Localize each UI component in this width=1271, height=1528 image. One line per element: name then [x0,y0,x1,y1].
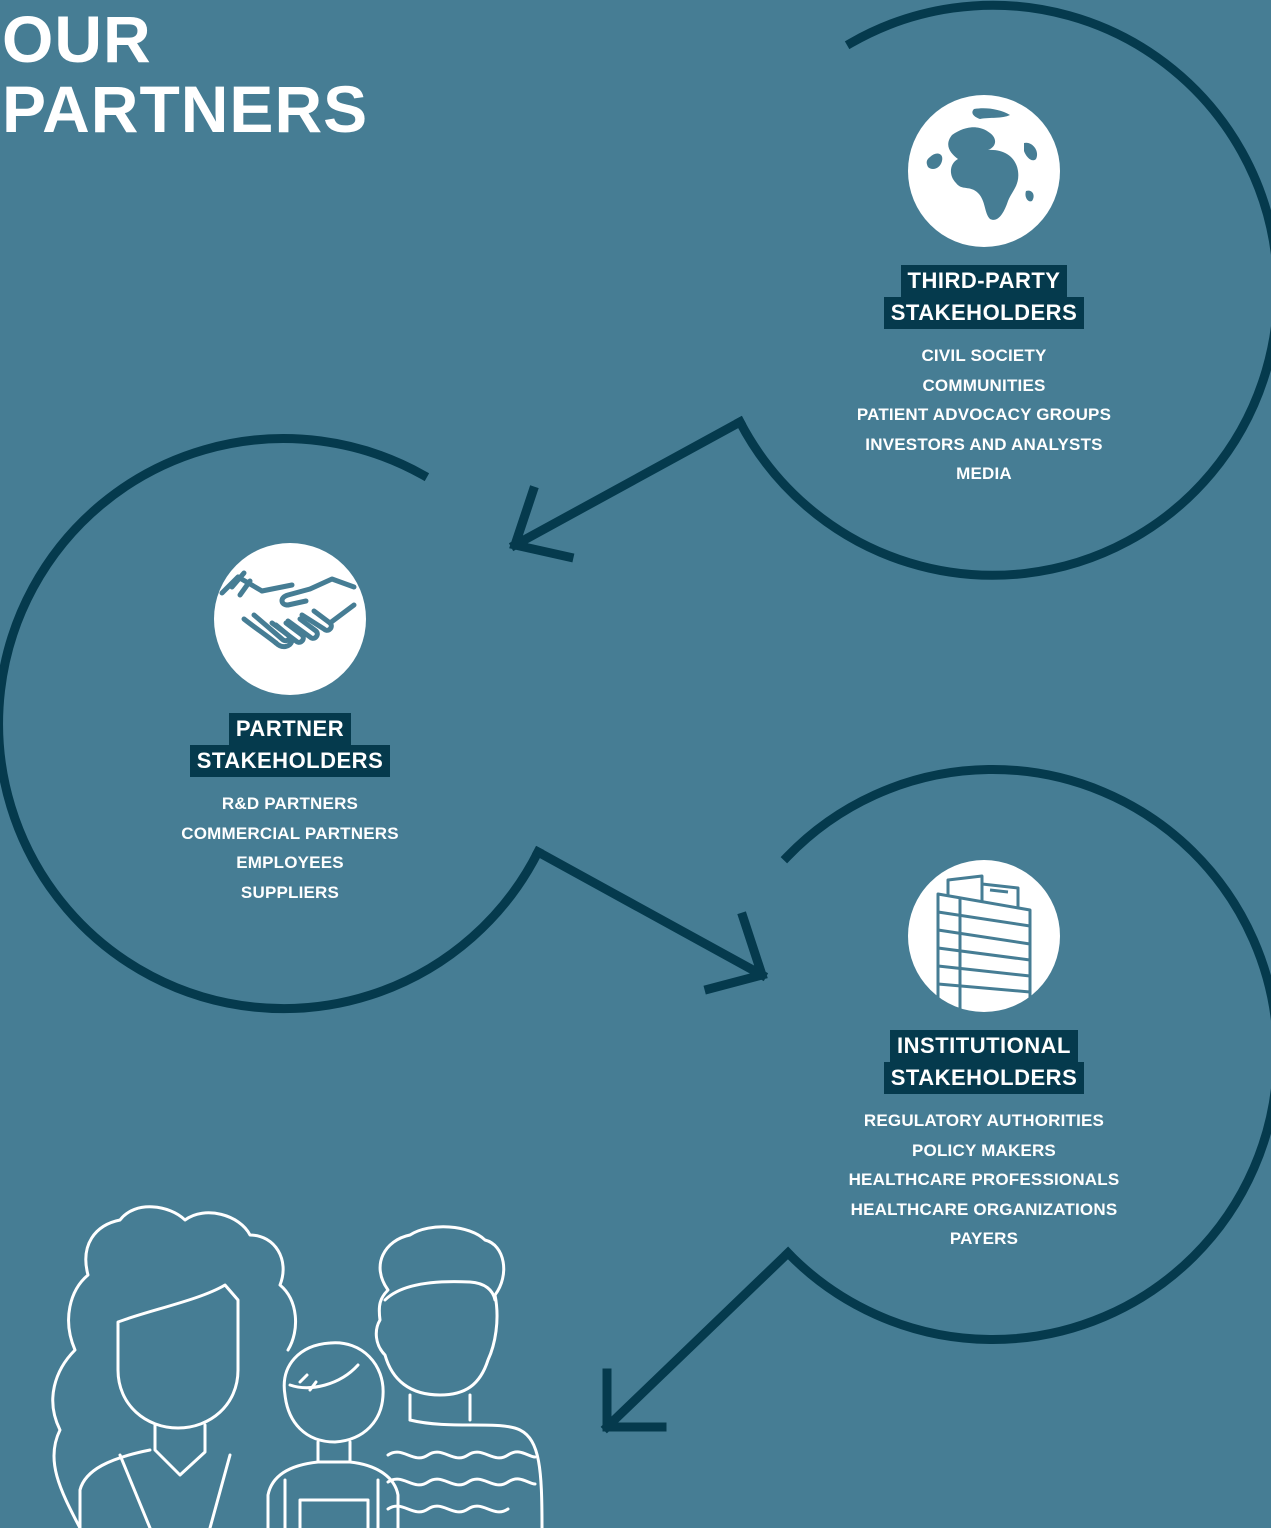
list-item: POLICY MAKERS [912,1140,1056,1160]
list-item: INVESTORS AND ANALYSTS [865,434,1103,454]
list-item: EMPLOYEES [236,853,344,872]
list-item: HEALTHCARE PROFESSIONALS [848,1170,1120,1189]
third-party-arc [733,0,1271,580]
partner-heading: PARTNER STAKEHOLDERS [120,713,460,777]
list-item: COMMUNITIES [922,375,1046,395]
third-party-heading-line1: THIRD-PARTY [900,265,1068,297]
list-item: CIVIL SOCIETY [921,346,1047,365]
partner-list: R&D PARTNERS COMMERCIAL PARTNERS EMPLOYE… [120,789,460,907]
institutional-list: REGULATORY AUTHORITIES POLICY MAKERS HEA… [814,1106,1154,1254]
list-item: SUPPLIERS [240,882,340,902]
globe-icon [908,95,1060,247]
institutional-heading: INSTITUTIONAL STAKEHOLDERS [814,1030,1154,1094]
page-title-line2: PARTNERS [2,72,369,146]
page-title-line1: OUR [2,2,152,76]
arrow-third-to-partner [508,415,747,563]
third-party-list: CIVIL SOCIETY COMMUNITIES PATIENT ADVOCA… [814,341,1154,489]
institutional-heading-line1: INSTITUTIONAL [890,1030,1078,1062]
third-party-heading: THIRD-PARTY STAKEHOLDERS [814,265,1154,329]
page-title: OUR PARTNERS [2,4,368,144]
arrow-institutional-to-family [600,1246,795,1434]
list-item: COMMERCIAL PARTNERS [181,823,399,843]
third-party-group: THIRD-PARTY STAKEHOLDERS CIVIL SOCIETY C… [814,95,1154,489]
list-item: HEALTHCARE ORGANIZATIONS [850,1199,1118,1219]
arrow-partner-to-institutional [531,845,769,995]
family-icon [51,1205,544,1528]
partner-heading-line1: PARTNER [228,713,352,745]
list-item: REGULATORY AUTHORITIES [863,1111,1105,1130]
institutional-group: INSTITUTIONAL STAKEHOLDERS REGULATORY AU… [814,860,1154,1254]
third-party-heading-line2: STAKEHOLDERS [883,297,1085,329]
list-item: PAYERS [949,1229,1019,1248]
institutional-arc [780,765,1271,1344]
institutional-heading-line2: STAKEHOLDERS [883,1062,1085,1094]
building-icon [908,860,1060,1012]
partner-heading-line2: STAKEHOLDERS [189,745,391,777]
list-item: R&D PARTNERS [221,794,359,813]
list-item: PATIENT ADVOCACY GROUPS [856,405,1112,424]
handshake-icon [214,543,366,695]
partner-group: PARTNER STAKEHOLDERS R&D PARTNERS COMMER… [120,543,460,907]
partner-arc [0,434,545,1013]
list-item: MEDIA [956,464,1012,483]
